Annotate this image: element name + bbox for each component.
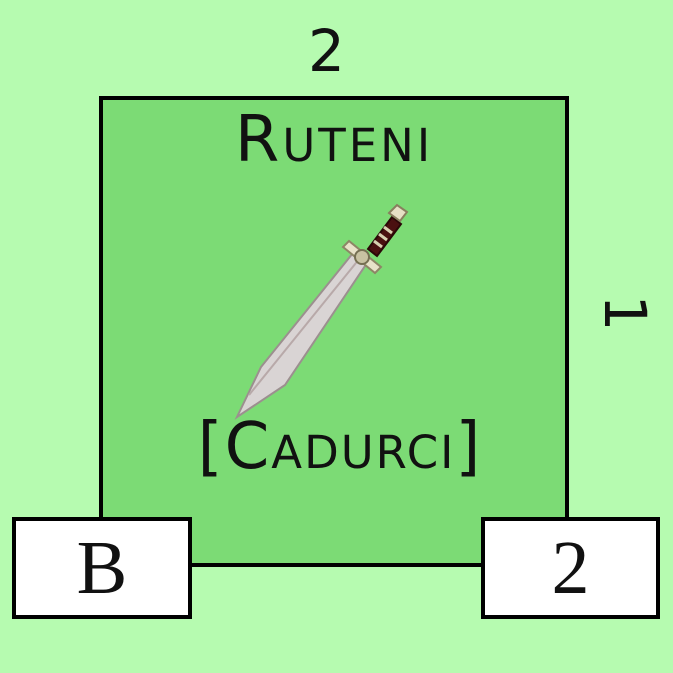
sword-icon: [234, 203, 409, 420]
sub-tribe-name: [Cadurci]: [197, 410, 483, 484]
tribe-name: Ruteni: [234, 103, 434, 177]
top-value: 2: [308, 17, 345, 85]
left-box: B: [12, 517, 192, 619]
right-box: 2: [481, 517, 660, 619]
side-value: 1: [591, 294, 659, 332]
counter-card[interactable]: [99, 96, 569, 567]
